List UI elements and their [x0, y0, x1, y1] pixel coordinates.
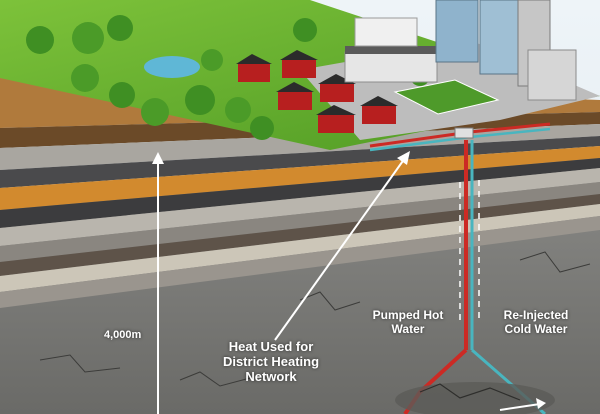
pumped-hot-water-line: Water [391, 321, 425, 336]
tower [435, 0, 479, 63]
heat-use-arrow-head [397, 151, 410, 165]
low-building [344, 51, 438, 83]
tower [527, 49, 577, 101]
stratum-6 [0, 158, 600, 228]
buildings [344, 0, 577, 101]
pumped-hot-water-line: Pumped Hot [372, 308, 444, 322]
tree [225, 97, 251, 123]
injection-arrow [499, 398, 546, 411]
crack [179, 371, 251, 387]
house-roof [280, 50, 318, 60]
stratum-7 [0, 168, 600, 246]
heat-use-label: Heat Used for District Heating Network [196, 339, 346, 385]
stratum-9 [0, 194, 600, 276]
house [318, 115, 354, 133]
heat-use-label-line: Heat Used for [228, 339, 314, 354]
house-roof [316, 105, 356, 115]
injection-arrow-shaft [499, 403, 541, 411]
tree [109, 82, 135, 108]
low-building-roof [345, 46, 437, 54]
houses [236, 50, 398, 133]
crack [299, 291, 361, 311]
crack [519, 251, 591, 273]
stratum-5 [0, 146, 600, 210]
tree [72, 22, 104, 54]
house [362, 106, 396, 124]
depth-label: 4,000m [104, 329, 142, 341]
heat-use-label-line: Network [245, 368, 297, 384]
heating-network [369, 122, 551, 152]
house [320, 84, 354, 102]
heat-use-arrow [274, 151, 410, 341]
injection-arrow-head [536, 398, 546, 409]
pond [144, 56, 200, 78]
heat-use-label-line: District Heating [222, 353, 320, 369]
house [278, 92, 312, 110]
house-roof [236, 54, 272, 64]
tree [185, 85, 215, 115]
stratum-10 [0, 204, 600, 292]
depth-arrow-head [152, 152, 164, 164]
tree [201, 49, 223, 71]
stratum-8 [0, 182, 600, 262]
tree [71, 64, 99, 92]
heat-use-arrow-shaft [274, 157, 406, 341]
house-roof [276, 82, 314, 92]
crack [39, 354, 121, 373]
pumped-hot-water-label: Pumped Hot Water [352, 308, 464, 337]
house [238, 64, 270, 82]
reinjected-cold-water-line: Cold Water [504, 321, 568, 336]
fracture-zone [39, 251, 591, 414]
tree [250, 116, 274, 140]
stratum-11 [0, 216, 600, 308]
stratum-4 [0, 136, 600, 188]
tree [293, 18, 317, 42]
tree [26, 26, 54, 54]
depth-arrow [152, 152, 164, 414]
reservoir [395, 382, 555, 414]
office-block [354, 17, 418, 47]
heat-exchanger [454, 127, 474, 139]
tree [107, 15, 133, 41]
tower [479, 0, 519, 75]
reinjected-cold-water-line: Re-Injected [503, 308, 569, 322]
crack [419, 383, 521, 401]
house-roof [360, 96, 398, 106]
house [282, 60, 316, 78]
tree [141, 98, 169, 126]
sports-field [393, 79, 500, 115]
reinjected-cold-water-label: Re-Injected Cold Water [476, 308, 596, 337]
